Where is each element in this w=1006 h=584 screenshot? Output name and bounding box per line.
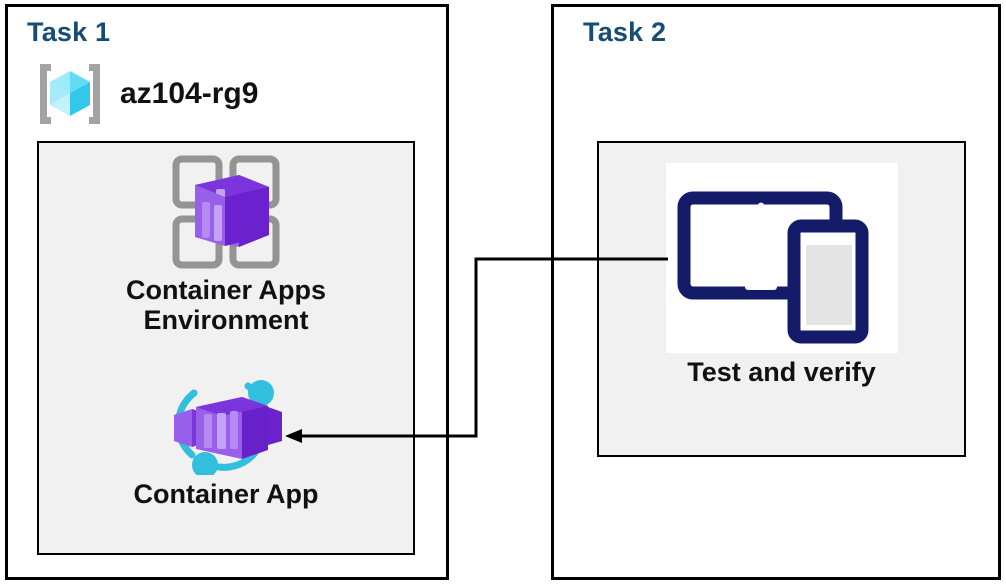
container-apps-environment-icon [172, 155, 280, 269]
azure-resource-group-icon [40, 64, 100, 124]
node-container-apps-environment-label: Container Apps Environment [125, 275, 326, 336]
task-2-panel: Test and verify [597, 141, 966, 457]
resource-group-label: az104-rg9 [120, 77, 259, 110]
task-1-title: Task 1 [27, 17, 111, 47]
node-container-app: Container App [39, 371, 413, 509]
node-container-apps-environment: Container Apps Environment [39, 153, 413, 335]
resource-group-row: az104-rg9 [34, 58, 258, 130]
node-test-and-verify: Test and verify [599, 163, 964, 387]
container-app-icon [174, 380, 282, 475]
task-2-title: Task 2 [583, 17, 667, 47]
task-1-panel: Container Apps Environment [37, 141, 415, 555]
node-test-and-verify-label: Test and verify [687, 357, 876, 387]
test-and-verify-devices-icon [665, 163, 898, 353]
node-container-app-label: Container App [133, 479, 319, 509]
